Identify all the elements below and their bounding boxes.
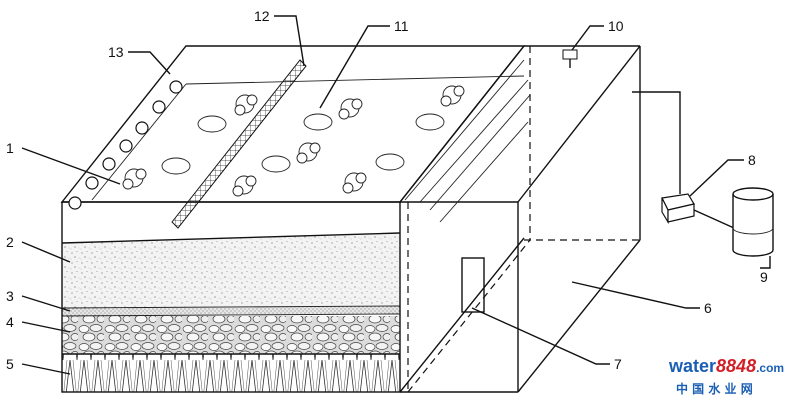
mesh-baffle xyxy=(171,59,307,229)
outlet-opening xyxy=(461,257,485,313)
label-4: 4 xyxy=(6,314,14,330)
outlet-chamber xyxy=(517,45,641,393)
pump-and-tank xyxy=(632,91,774,257)
storage-tank xyxy=(732,187,774,257)
label-12: 12 xyxy=(254,8,270,24)
label-1: 1 xyxy=(6,140,14,156)
plant-clusters xyxy=(122,85,465,197)
svg-text:water8848.com: water8848.com xyxy=(668,356,784,376)
brand-8848: 8848 xyxy=(716,356,756,376)
label-6: 6 xyxy=(704,300,712,316)
label-2: 2 xyxy=(6,234,14,250)
leader-lines xyxy=(21,15,771,375)
side-face xyxy=(399,45,531,393)
label-3: 3 xyxy=(6,288,14,304)
layer-support xyxy=(62,354,400,392)
label-11: 11 xyxy=(394,18,409,34)
layer-fine-sand xyxy=(62,306,400,316)
layer-gravel xyxy=(62,316,400,354)
label-10: 10 xyxy=(608,18,624,34)
label-8: 8 xyxy=(748,152,756,168)
label-9: 9 xyxy=(760,269,768,285)
layer-soil xyxy=(62,233,400,308)
level-sensor xyxy=(562,49,578,60)
callout-labels: 1 2 3 4 5 6 7 8 9 10 11 12 13 xyxy=(6,8,768,372)
top-surface xyxy=(60,45,526,229)
brand-com: .com xyxy=(756,361,784,375)
front-face xyxy=(61,201,401,393)
inlet-holes xyxy=(68,80,183,210)
label-7: 7 xyxy=(614,356,622,372)
label-5: 5 xyxy=(6,356,14,372)
label-13: 13 xyxy=(108,44,124,60)
brand-water: water xyxy=(668,356,716,376)
brand-subtitle: 中 国 水 业 网 xyxy=(676,381,753,396)
watermark-logo: water8848.com 中 国 水 业 网 xyxy=(668,356,784,396)
